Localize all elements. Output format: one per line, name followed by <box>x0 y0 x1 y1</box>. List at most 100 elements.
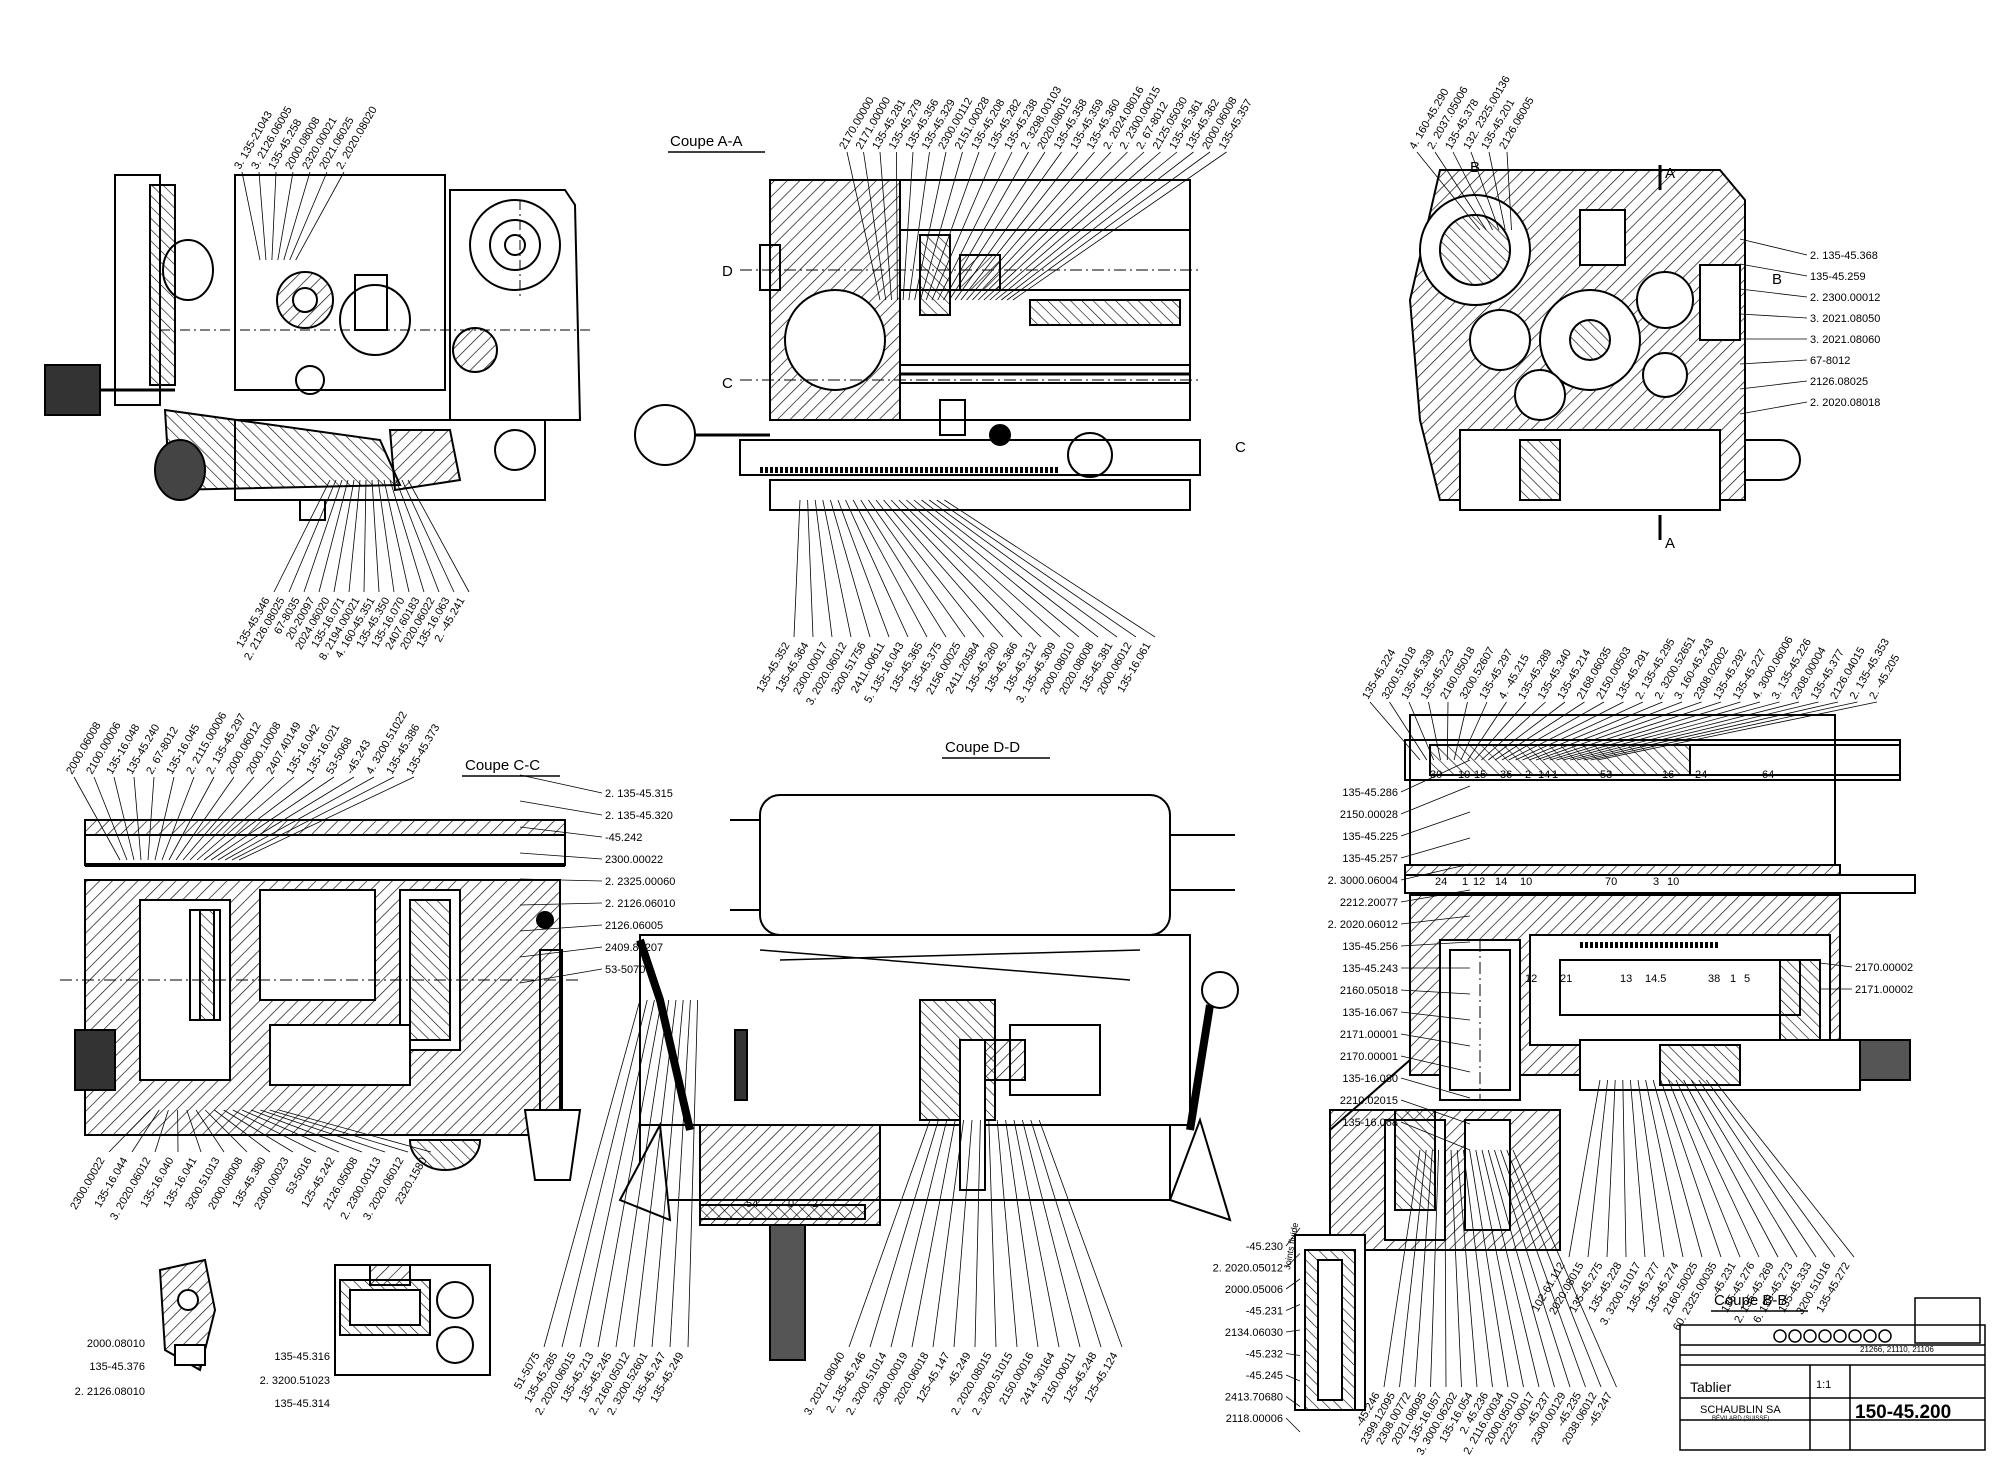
leader-line <box>1563 701 1780 761</box>
leader-line <box>161 776 195 861</box>
leader-line <box>232 1109 317 1153</box>
part-label: -45.242 <box>605 832 642 844</box>
leader-line <box>1428 701 1441 761</box>
leader-line <box>845 499 909 638</box>
leader-line <box>989 151 1161 301</box>
leader-line <box>937 151 1013 301</box>
leader-line <box>807 499 814 638</box>
leader-line <box>113 776 135 861</box>
leader-line <box>948 151 1046 301</box>
dimension-value: 70 <box>1605 876 1617 888</box>
leader-line <box>1285 1278 1301 1290</box>
part-label: 135-45.286 <box>1342 787 1398 799</box>
leader-line <box>238 776 415 861</box>
leader-line <box>1469 1149 1509 1388</box>
leader-line <box>561 999 648 1348</box>
leader-line <box>977 151 1128 301</box>
part-label: 2000.05006 <box>1225 1284 1283 1296</box>
coupe-dd-view <box>618 794 1239 1361</box>
part-label: 2212.20077 <box>1340 897 1398 909</box>
dimension-value: 24 <box>1435 876 1447 888</box>
leader-line <box>1474 701 1527 761</box>
leader-line <box>519 968 603 984</box>
dimension-value: 3 <box>1653 876 1659 888</box>
part-label: 2. 135-45.320 <box>605 810 673 822</box>
leader-line <box>890 1119 948 1348</box>
leader-line <box>1515 701 1644 761</box>
leader-line <box>1501 701 1605 761</box>
marker-a-top: A <box>1665 165 1675 182</box>
leader-line <box>1416 151 1481 231</box>
cc-top-labels: 2000.060082100.00006135-16.048135-45.240… <box>64 710 442 861</box>
leader-line <box>898 499 1042 638</box>
part-label: 135-45.259 <box>1810 271 1866 283</box>
leader-line <box>224 776 375 861</box>
leader-line <box>1556 701 1761 761</box>
leader-line <box>519 852 603 860</box>
leader-line <box>1542 701 1722 761</box>
part-label: 2170.00001 <box>1340 1051 1398 1063</box>
part-label: 2409.80207 <box>605 942 663 954</box>
leader-line <box>1444 1149 1447 1388</box>
part-label: 2. 3000.06004 <box>1328 875 1398 887</box>
part-label: 2. 2325.00060 <box>605 876 675 888</box>
part-label: 53-5070 <box>605 964 645 976</box>
leader-line <box>1369 701 1421 761</box>
leader-line <box>793 499 801 638</box>
leader-line <box>983 151 1145 301</box>
leader-line <box>1652 1079 1703 1258</box>
title-block-number: 150-45.200 <box>1855 1402 1951 1423</box>
leader-line <box>1400 785 1471 815</box>
leader-line <box>1739 380 1808 390</box>
leader-line <box>848 1119 931 1348</box>
dd-scale-54: 54 <box>746 1198 758 1210</box>
leader-line <box>1713 1079 1855 1258</box>
leader-line <box>269 1109 409 1153</box>
dimension-value: 14 <box>1495 876 1507 888</box>
title-block-company: SCHAUBLIN SA <box>1700 1404 1781 1416</box>
leader-line <box>936 499 1137 638</box>
leader-line <box>1400 811 1471 837</box>
dimension-value: 10 <box>1667 876 1679 888</box>
leader-line <box>1630 1079 1646 1258</box>
leader-line <box>1583 701 1839 761</box>
part-label: 2. 135-45.368 <box>1810 250 1878 262</box>
leader-line <box>1645 1079 1684 1258</box>
leader-line <box>633 999 677 1348</box>
part-label: 135-16.080 <box>1342 1073 1398 1085</box>
part-label: 135-45.225 <box>1342 831 1398 843</box>
leader-line <box>1494 701 1585 761</box>
leader-line <box>1430 1149 1439 1388</box>
leader-line <box>1570 701 1800 761</box>
leader-line <box>1500 1149 1586 1388</box>
dimension-value: 1 <box>1552 769 1558 781</box>
leader-line <box>1453 701 1468 761</box>
leader-line <box>814 499 833 638</box>
part-label: 2. 2126.06010 <box>605 898 675 910</box>
leader-line <box>1005 1119 1039 1348</box>
leader-line <box>223 1109 294 1153</box>
leader-line <box>186 1109 202 1153</box>
leader-line <box>154 1109 169 1153</box>
dimension-value: 2 <box>1525 769 1531 781</box>
leader-line <box>1389 701 1428 761</box>
part-label: 2. 2020.05012 <box>1213 1263 1283 1275</box>
part-label: 2160.05018 <box>1340 985 1398 997</box>
leader-line <box>1606 1079 1616 1258</box>
leader-line <box>669 999 691 1348</box>
leader-line <box>73 776 121 861</box>
title-coupe-aa: Coupe A-A <box>670 133 743 150</box>
coupe-bb-view <box>1294 714 1916 1411</box>
leader-line <box>943 151 1029 301</box>
rb-bottom-right-labels: 102-61.1122020.08015135-45.275135-45.228… <box>1530 1079 1855 1333</box>
leader-line <box>1285 1329 1301 1333</box>
leader-line <box>913 499 1080 638</box>
leader-line <box>852 499 928 638</box>
leader-line <box>1576 701 1819 761</box>
